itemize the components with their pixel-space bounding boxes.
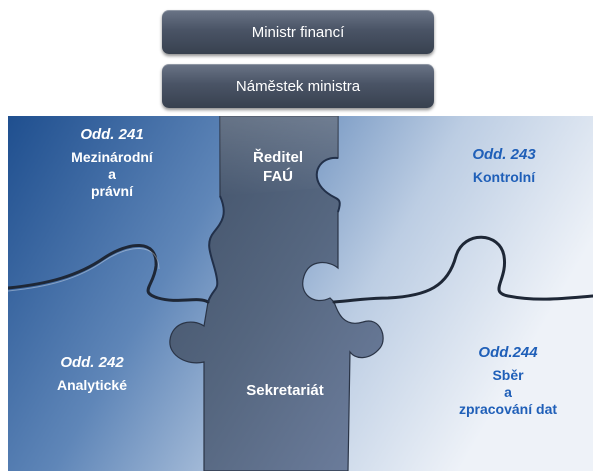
dept241-line2: a [108, 166, 116, 182]
minister-label: Ministr financí [251, 23, 345, 41]
dept244-code: Odd.244 [478, 344, 538, 361]
director-line2: FAÚ [263, 168, 293, 185]
dept241-line1: Mezinárodní [71, 149, 153, 165]
dept241-code: Odd. 241 [80, 126, 144, 143]
secretariat-name: Sekretariát [246, 382, 324, 399]
dept243-line1: Kontrolní [472, 169, 536, 185]
deputy-minister-box: Náměstek ministra [162, 64, 434, 108]
center-right-edge [315, 156, 341, 213]
puzzle-graphic [6, 115, 593, 472]
dept241-label: Odd. 241 Mezinárodní a právní [52, 126, 172, 200]
dept244-line2: a [504, 384, 512, 400]
dept243-label: Odd. 243 Kontrolní [444, 146, 564, 186]
center-left-edge [207, 195, 225, 303]
dept242-label: Odd. 242 Analytické [32, 354, 152, 394]
puzzle-diagram: Ředitel FAÚ Sekretariát Odd. 241 Mezinár… [6, 115, 593, 472]
horizontal-seam [6, 235, 593, 304]
dept244-line3: zpracování dat [458, 401, 558, 417]
dept243-code: Odd. 243 [472, 146, 536, 163]
dept241-line3: právní [90, 183, 133, 199]
director-label: Ředitel FAÚ [228, 148, 328, 186]
minister-box: Ministr financí [162, 10, 434, 54]
dept244-label: Odd.244 Sběr a zpracování dat [438, 344, 578, 418]
dept242-code: Odd. 242 [60, 354, 124, 371]
deputy-minister-label: Náměstek ministra [235, 77, 361, 95]
secretariat-label: Sekretariát [230, 382, 340, 399]
dept244-line1: Sběr [492, 367, 524, 383]
dept242-line1: Analytické [56, 377, 128, 393]
director-line1: Ředitel [252, 149, 303, 166]
